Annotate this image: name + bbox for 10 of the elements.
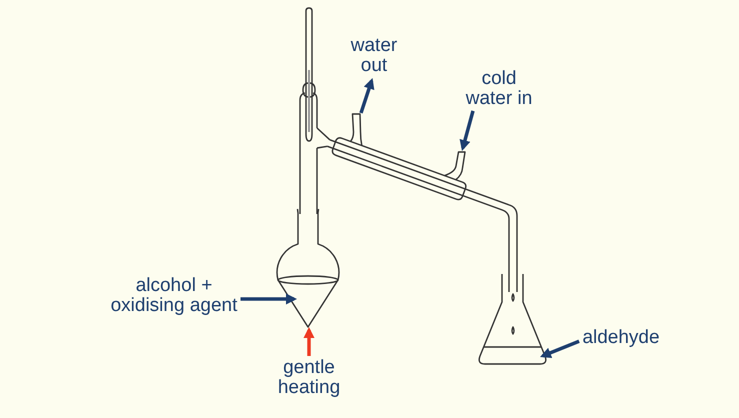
leader-arrow: [240, 294, 297, 304]
leader-arrow: [359, 78, 374, 114]
callout-label: aldehyde: [581, 328, 661, 348]
callout-label: water out: [350, 36, 398, 76]
callout-label: cold water in: [464, 69, 534, 109]
leader-arrow: [460, 110, 475, 151]
callout-label: alcohol + oxidising agent: [110, 276, 238, 316]
leader-arrow: [304, 327, 314, 356]
callout-label: gentle heating: [276, 358, 342, 398]
leader-arrow: [540, 340, 580, 358]
